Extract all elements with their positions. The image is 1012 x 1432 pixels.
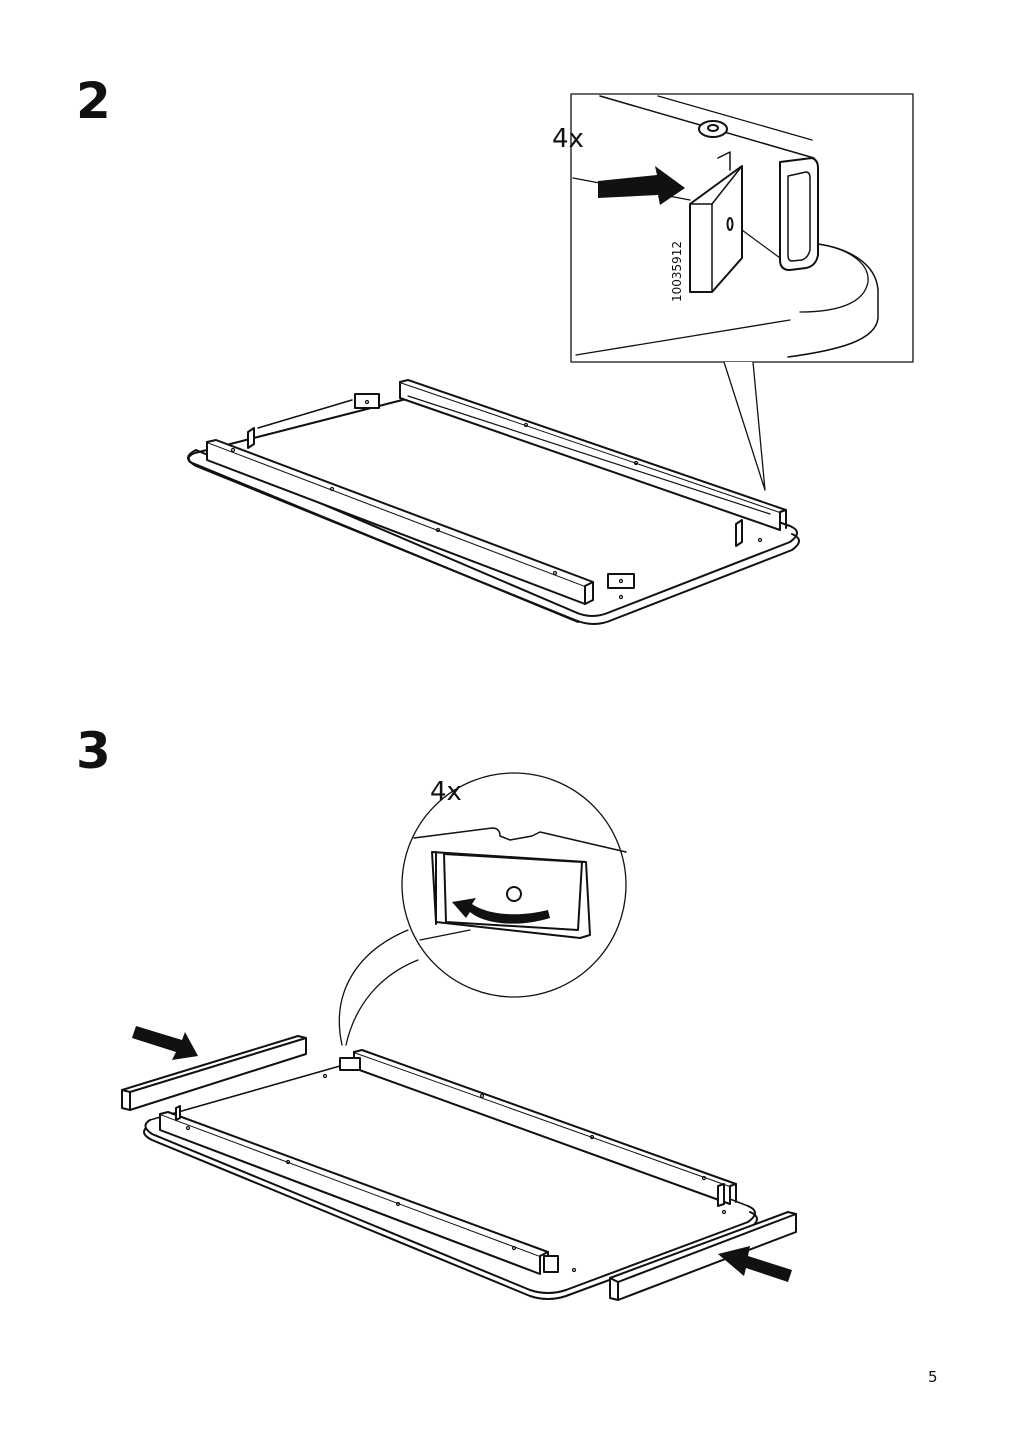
page-number: 5: [928, 1368, 938, 1386]
step-number: 3: [76, 722, 111, 780]
part-number-label: 10035912: [670, 241, 684, 302]
table-frame: [187, 379, 800, 625]
step-3-illustration: [121, 772, 797, 1301]
detail-callout-box: [570, 93, 914, 491]
insert-arrow-icon: [598, 166, 685, 205]
rotate-arrow-icon: [452, 898, 550, 924]
step-2-illustration: [187, 93, 914, 625]
push-arrow-icon: [132, 1026, 198, 1060]
step-3-quantity-label: 4x: [430, 777, 462, 807]
push-arrow-icon: [718, 1246, 792, 1282]
step-number: 2: [76, 72, 111, 130]
step-2-quantity-label: 4x: [552, 124, 584, 154]
table-frame: [121, 1035, 797, 1301]
detail-callout-circle: [338, 772, 627, 1046]
